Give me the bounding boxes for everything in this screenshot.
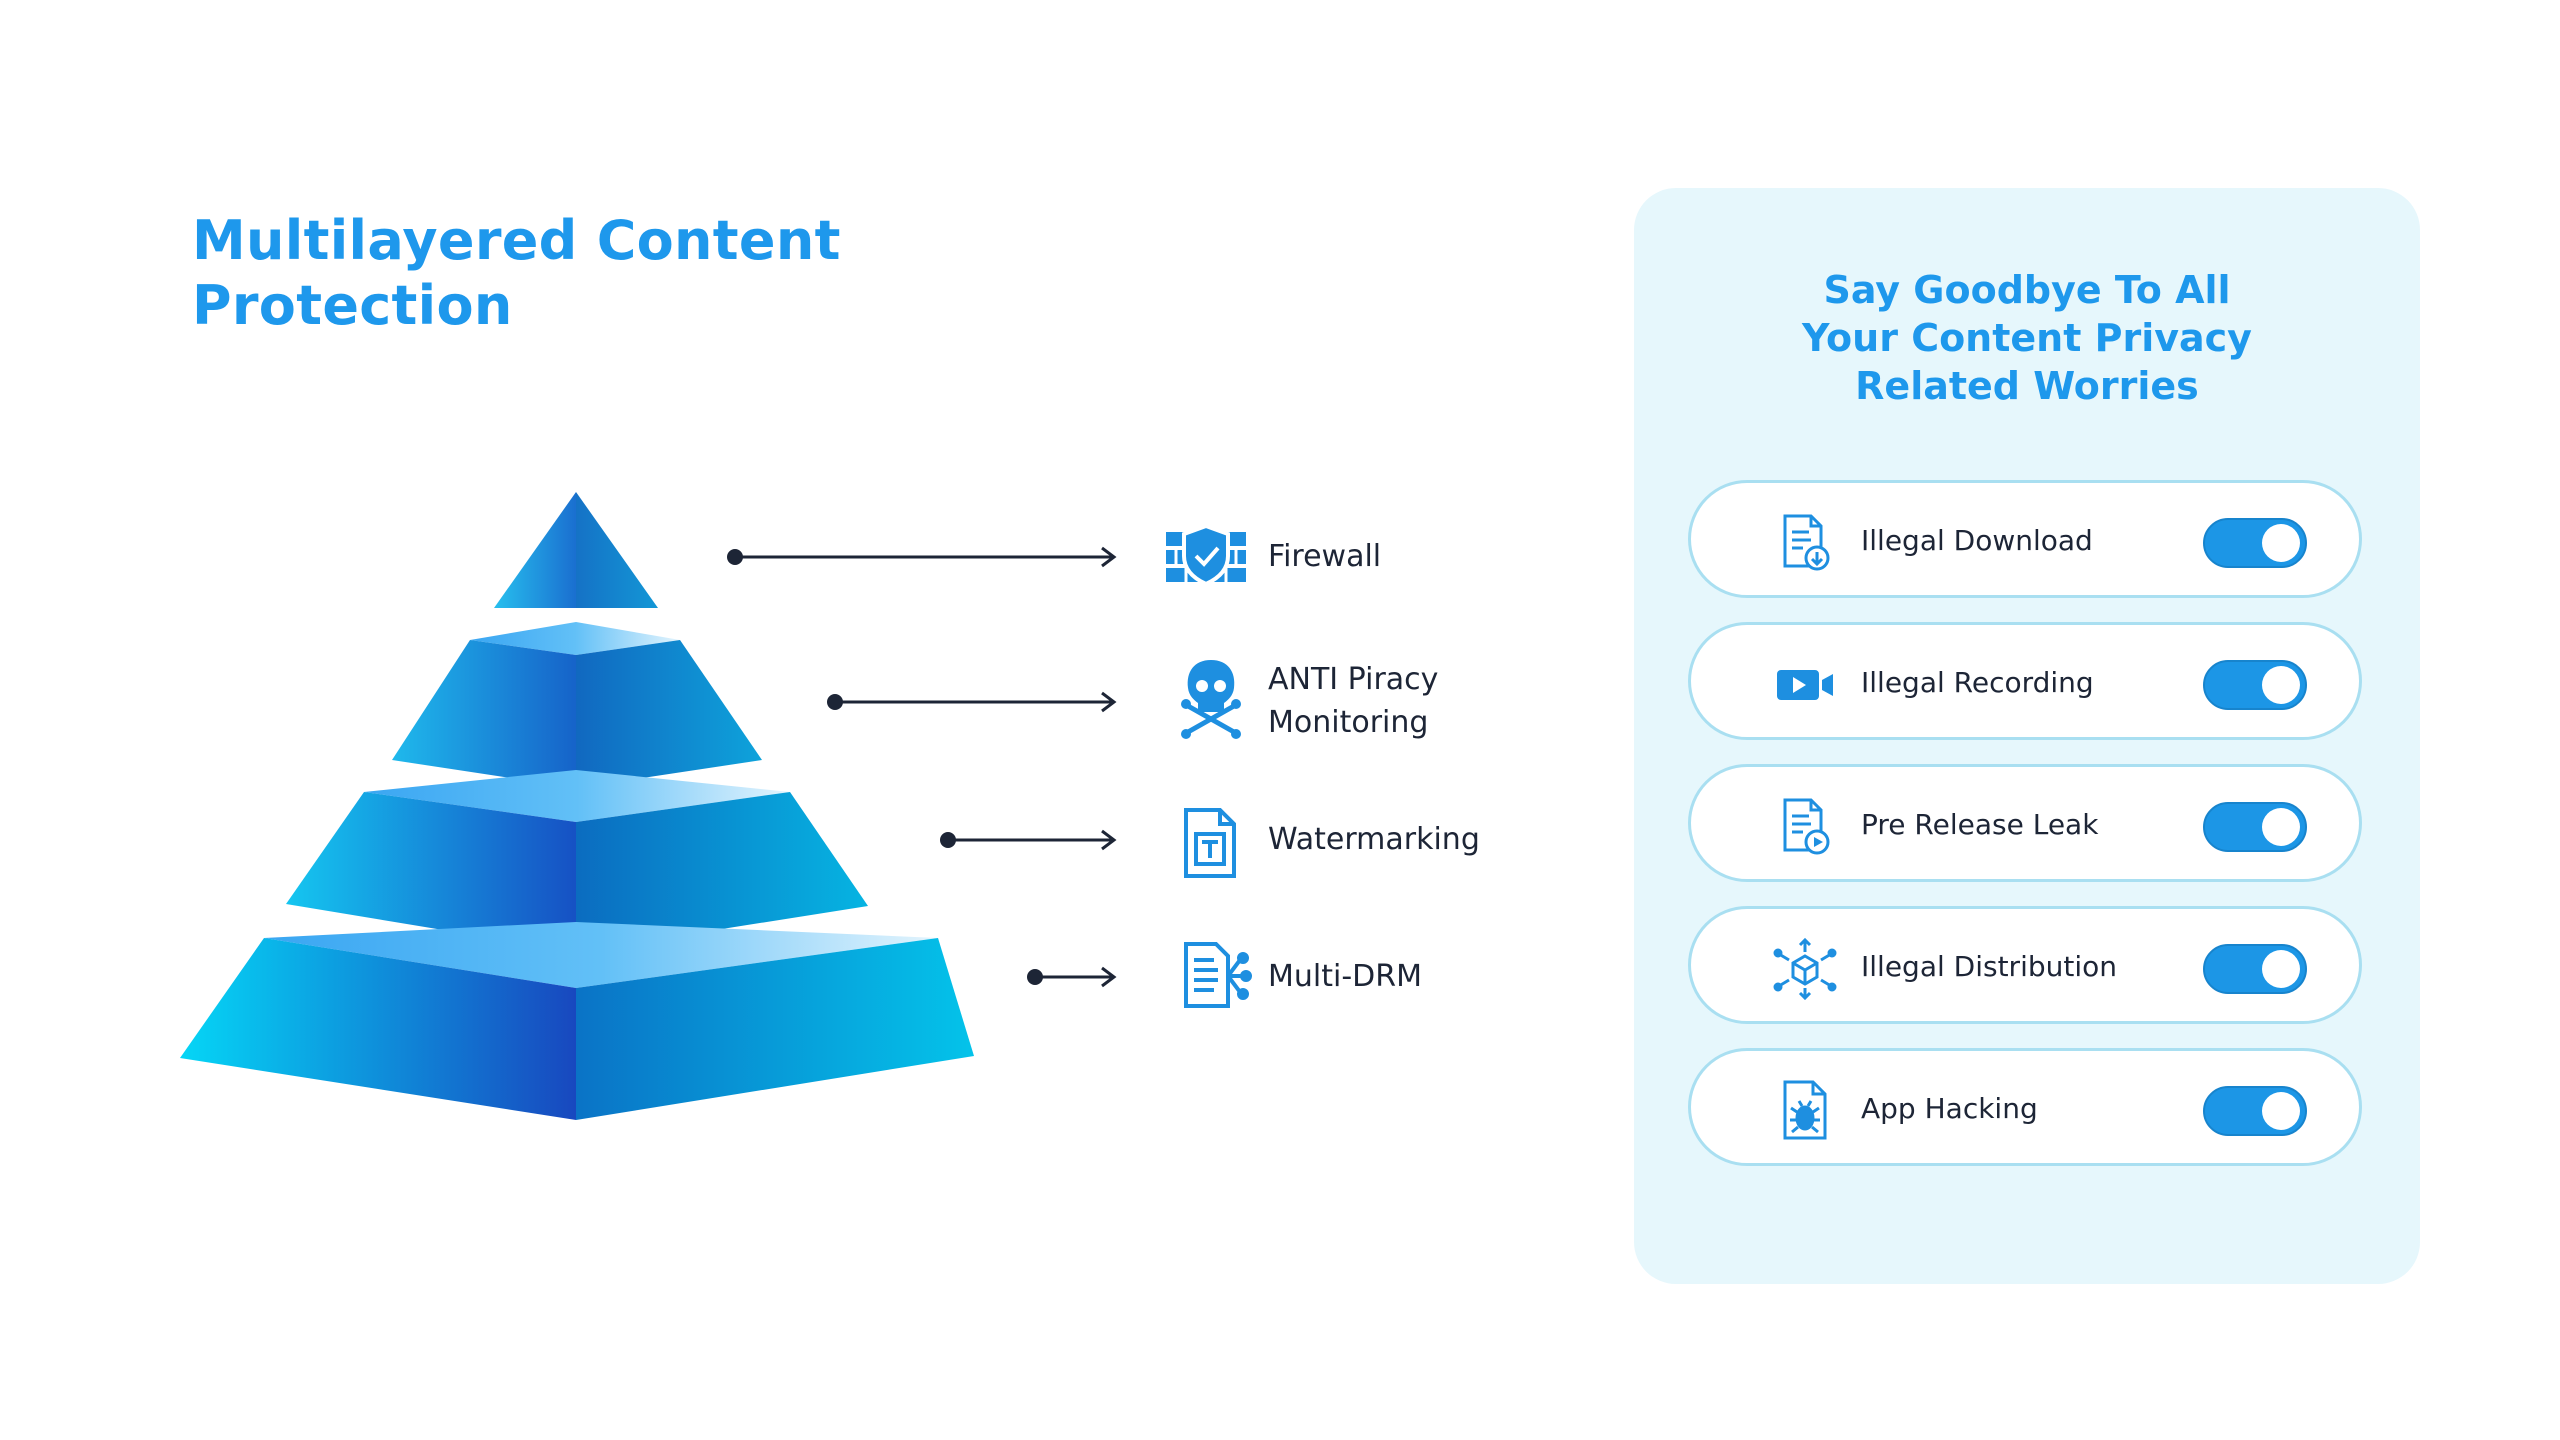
watermark-document-icon [1184,808,1236,878]
layer-label-firewall: Firewall [1268,535,1381,578]
toggle-knob [2262,524,2300,562]
firewall-shield-icon [1166,523,1246,587]
panel-heading-line: Say Goodbye To All [1823,268,2231,312]
worry-label: Illegal Download [1861,524,2093,557]
connector-multi-drm [1027,966,1117,988]
file-download-icon [1783,514,1830,571]
worry-item-app-hacking: App Hacking [1688,1048,2362,1166]
worry-item-illegal-recording: Illegal Recording [1688,622,2362,740]
worry-label: App Hacking [1861,1092,2038,1125]
distribution-cube-icon [1773,937,1837,1000]
drm-document-icon [1184,942,1252,1008]
connector-firewall [727,546,1117,568]
page-title: Multilayered Content Protection [192,208,912,338]
illegal-recording-toggle[interactable] [2203,660,2307,710]
toggle-knob [2262,950,2300,988]
worry-item-pre-release-leak: Pre Release Leak [1688,764,2362,882]
toggle-knob [2262,666,2300,704]
worry-item-illegal-distribution: Illegal Distribution [1688,906,2362,1024]
skull-crossbones-icon [1181,660,1241,739]
connector-watermarking [940,829,1117,851]
worry-label: Illegal Distribution [1861,950,2118,983]
worries-panel: Say Goodbye To All Your Content Privacy … [1634,188,2420,1284]
worry-item-illegal-download: Illegal Download [1688,480,2362,598]
layer-label-line: Monitoring [1268,705,1429,740]
layer-label-multi-drm: Multi-DRM [1268,955,1422,998]
pyramid-tier-multi-drm [180,922,974,1120]
layer-label-line: Watermarking [1268,822,1480,857]
layer-label-anti-piracy: ANTI Piracy Monitoring [1268,658,1438,744]
illegal-download-toggle[interactable] [2203,518,2307,568]
pyramid-tier-firewall [494,492,658,608]
toggle-knob [2262,1092,2300,1130]
layer-label-watermarking: Watermarking [1268,818,1480,861]
file-play-icon [1783,798,1830,855]
worry-label: Pre Release Leak [1861,808,2099,841]
panel-heading-line: Your Content Privacy [1802,316,2252,360]
connector-anti-piracy [827,691,1117,713]
file-bug-icon [1783,1080,1827,1140]
panel-heading: Say Goodbye To All Your Content Privacy … [1634,266,2420,410]
panel-heading-line: Related Worries [1855,364,2199,408]
page-title-line: Multilayered Content [192,209,841,272]
layer-label-line: ANTI Piracy [1268,662,1439,697]
worry-label: Illegal Recording [1861,666,2094,699]
pyramid-tier-watermarking [286,770,868,952]
layer-label-line: Firewall [1268,539,1382,574]
illegal-distribution-toggle[interactable] [2203,944,2307,994]
pre-release-leak-toggle[interactable] [2203,802,2307,852]
layer-label-line: Multi-DRM [1268,959,1422,994]
page-title-line: Protection [192,274,513,337]
video-camera-icon [1777,670,1833,700]
app-hacking-toggle[interactable] [2203,1086,2307,1136]
pyramid-tier-anti-piracy [392,622,762,788]
toggle-knob [2262,808,2300,846]
